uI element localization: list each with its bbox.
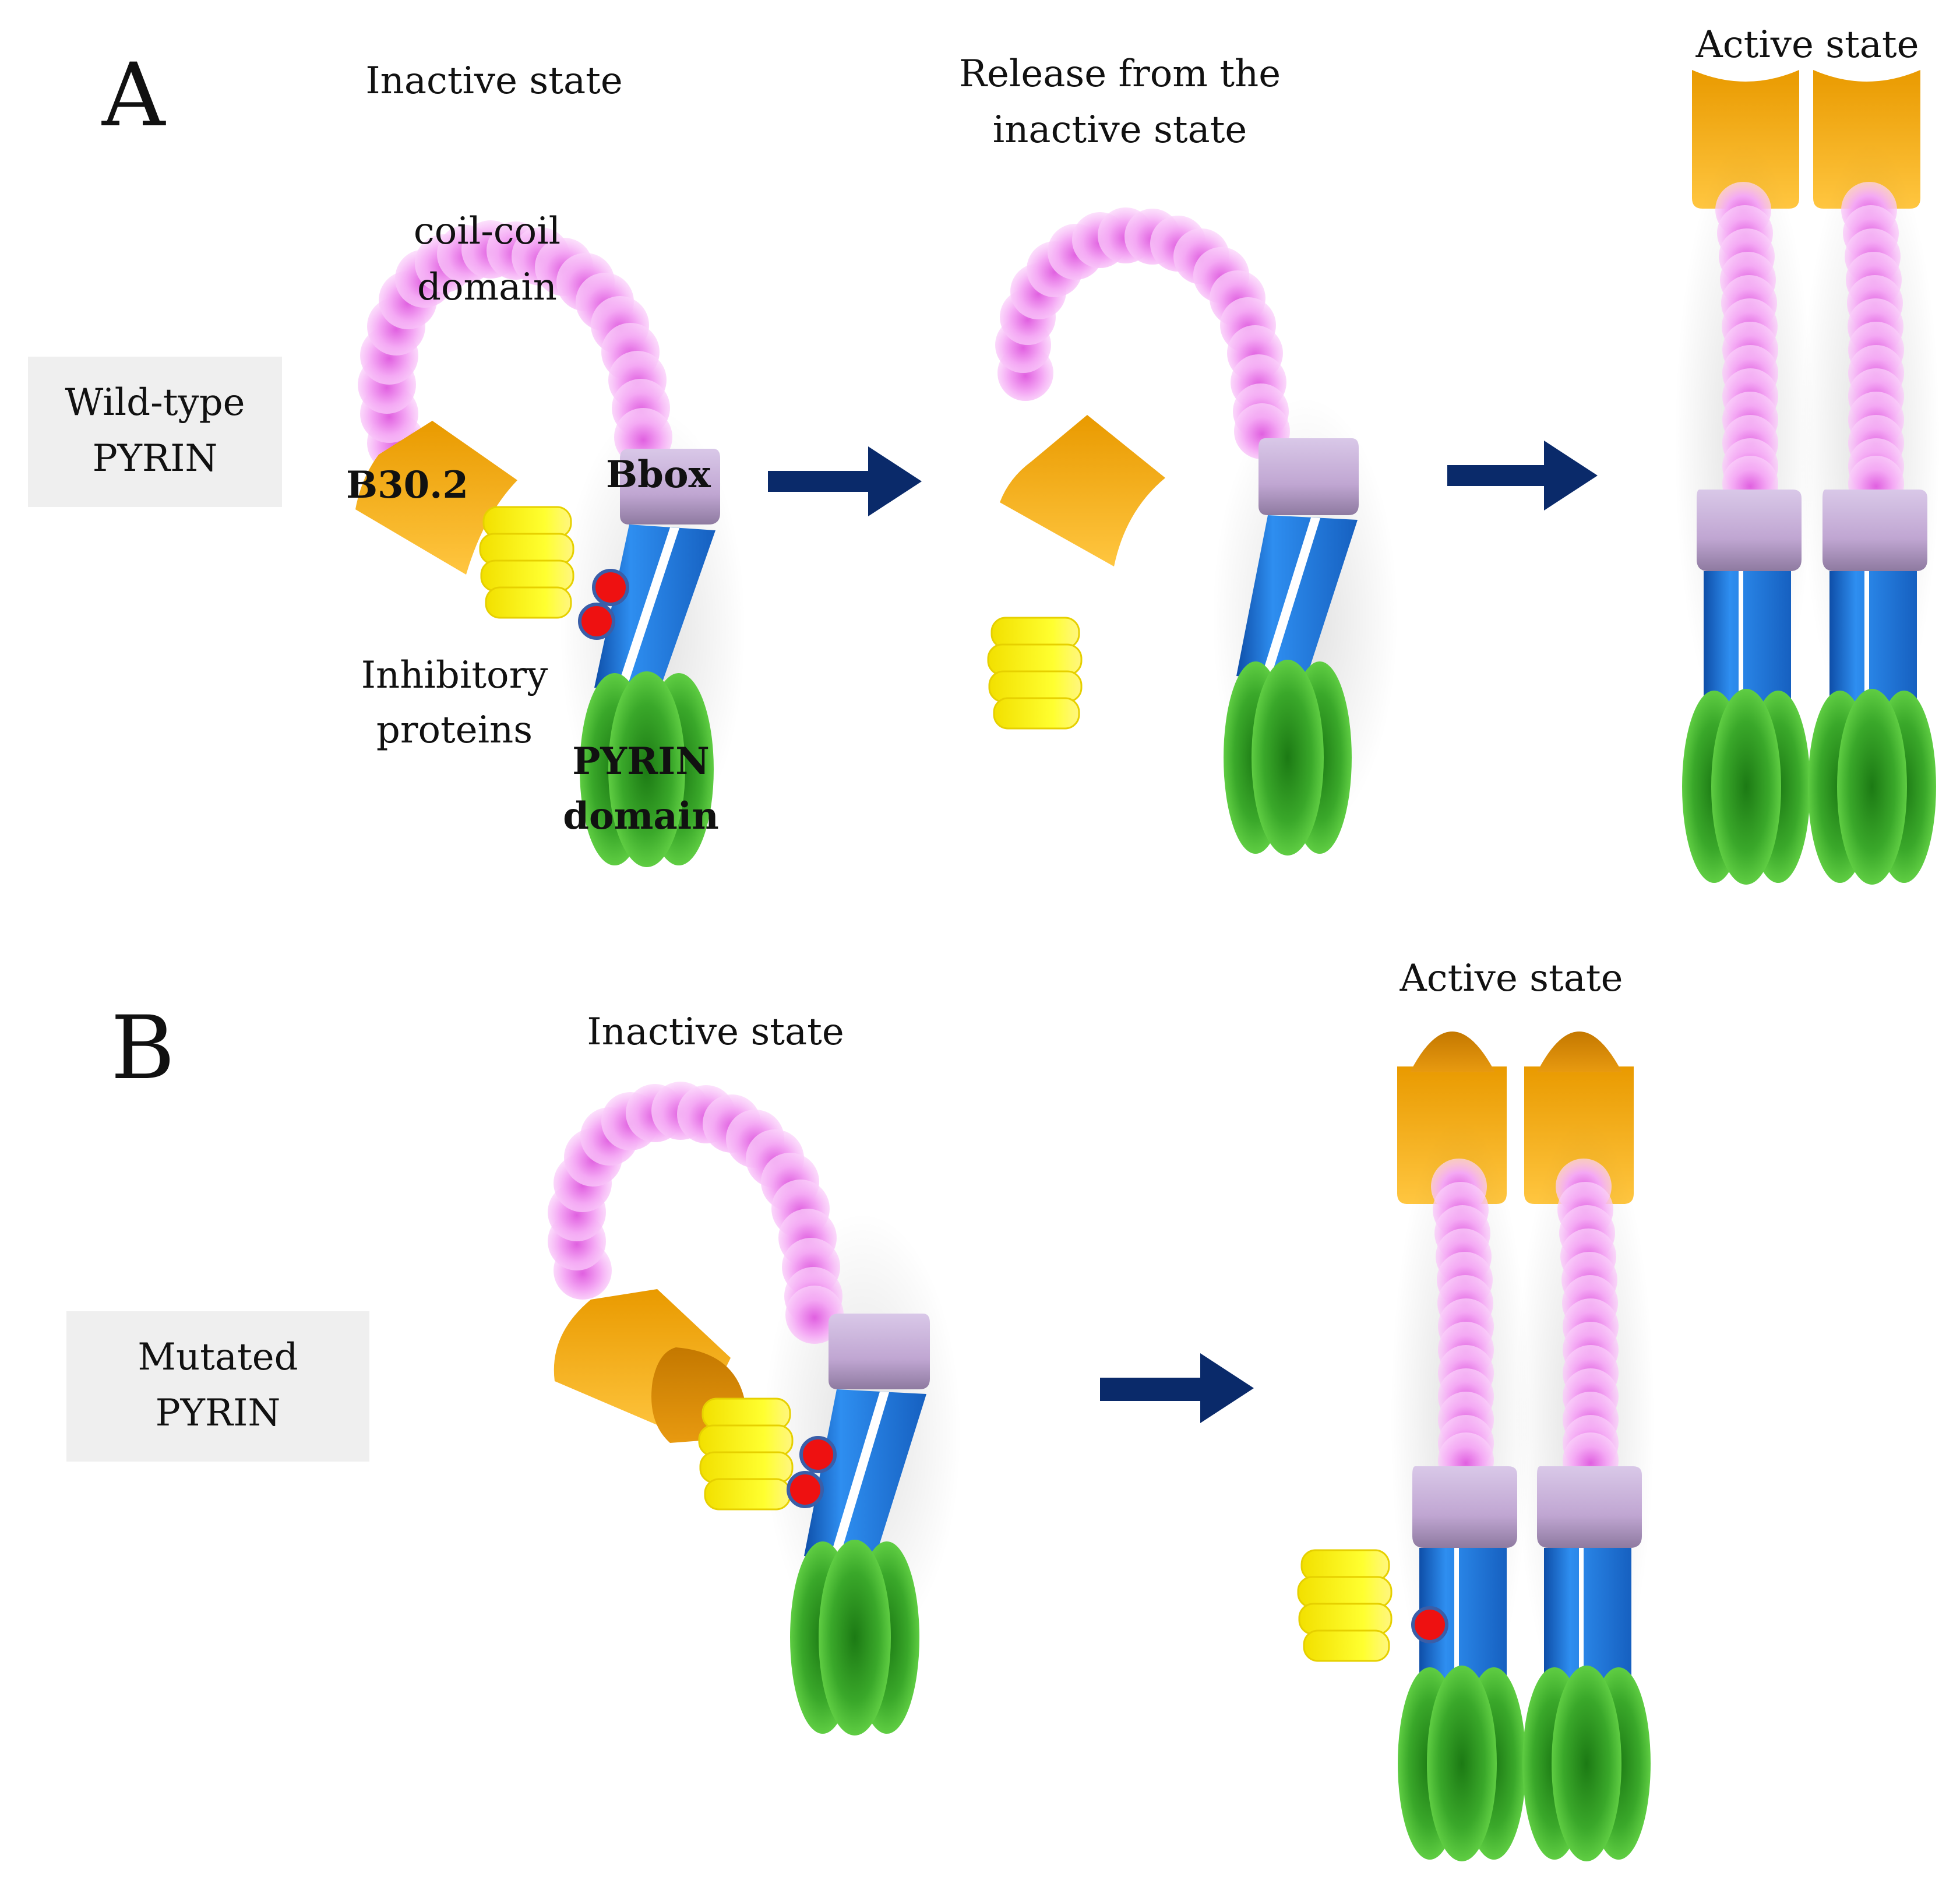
protomer-active-2 bbox=[1800, 140, 1940, 885]
pyrin-domain-label-line2: domain bbox=[563, 794, 718, 838]
mutated-label-line2: PYRIN bbox=[156, 1392, 281, 1435]
panel-a-letter: A bbox=[101, 45, 166, 146]
arrow-icon bbox=[1100, 1353, 1254, 1423]
phospho-dot-mutated-1 bbox=[801, 1438, 835, 1471]
protomer-active-1 bbox=[1675, 140, 1814, 885]
b30-2-release bbox=[1000, 415, 1165, 566]
inhibitory-proteins-active-b bbox=[1297, 1549, 1393, 1662]
released-inhibitory-proteins bbox=[987, 617, 1083, 730]
a-release-title-line1: Release from the bbox=[959, 52, 1281, 96]
active-dimer-a bbox=[1675, 70, 1940, 885]
bbox-mutated bbox=[829, 1314, 930, 1389]
bbox-domain bbox=[620, 449, 720, 524]
pyrin-domain-mutated bbox=[790, 1540, 919, 1735]
wildtype-inactive-molecule bbox=[355, 220, 746, 867]
helix-mutated bbox=[804, 1389, 926, 1562]
wildtype-label-line2: PYRIN bbox=[93, 437, 218, 480]
b-active-title: Active state bbox=[1400, 957, 1623, 1000]
mutated-label-box bbox=[66, 1311, 369, 1462]
mutated-inactive-molecule bbox=[548, 1082, 961, 1735]
pyrin-domain bbox=[580, 671, 714, 867]
pyrin-domain-release bbox=[1224, 660, 1352, 856]
phospho-dot-active-b bbox=[1413, 1608, 1447, 1642]
coil-label-line2: domain bbox=[417, 266, 557, 309]
phospho-dot-2 bbox=[580, 604, 614, 638]
active-dimer-b bbox=[1297, 1032, 1655, 1861]
mutated-label-line1: Mutated bbox=[138, 1336, 298, 1379]
phospho-dot-1 bbox=[594, 571, 628, 604]
panel-b-letter: B bbox=[111, 998, 175, 1099]
bbox-label: Bbox bbox=[606, 453, 711, 497]
a-active-title: Active state bbox=[1695, 23, 1919, 66]
helix-release bbox=[1236, 515, 1358, 682]
b30-2-domain bbox=[355, 421, 517, 575]
b30-2-label: B30.2 bbox=[346, 463, 468, 507]
protomer-active-b-2 bbox=[1515, 1117, 1655, 1861]
helix-segment bbox=[594, 524, 715, 693]
arrow-icon bbox=[768, 446, 922, 516]
coil-coil-domain bbox=[358, 220, 672, 472]
release-molecule bbox=[987, 207, 1398, 856]
pyrin-domain-label-line1: PYRIN bbox=[572, 740, 709, 783]
a-inactive-title: Inactive state bbox=[365, 59, 622, 103]
wildtype-label-line1: Wild-type bbox=[65, 381, 245, 424]
coil-coil-domain-release bbox=[995, 207, 1290, 459]
inhibitory-label-line2: proteins bbox=[376, 709, 533, 752]
b30-2-active-b-1-tip bbox=[1410, 1032, 1495, 1072]
b30-2-active-b-2-tip bbox=[1537, 1032, 1622, 1072]
phospho-dot-mutated-2 bbox=[788, 1473, 822, 1506]
coil-label-line1: coil-coil bbox=[414, 210, 560, 253]
a-release-title-line2: inactive state bbox=[993, 108, 1247, 152]
wildtype-label-box bbox=[28, 357, 282, 507]
coil-coil-domain-mutated bbox=[548, 1082, 844, 1344]
b-inactive-title: Inactive state bbox=[587, 1011, 844, 1054]
panel-b: B Mutated PYRIN Inactive state Active st… bbox=[66, 957, 1655, 1861]
arrow-icon bbox=[1447, 441, 1598, 511]
panel-a: A Wild-type PYRIN Inactive state Release… bbox=[28, 23, 1940, 885]
inhibitory-label-line1: Inhibitory bbox=[361, 654, 548, 697]
inhibitory-proteins-mutated bbox=[698, 1397, 794, 1511]
inhibitory-proteins bbox=[479, 506, 574, 619]
bbox-release bbox=[1259, 438, 1359, 515]
protomer-active-b-1 bbox=[1390, 1117, 1530, 1861]
